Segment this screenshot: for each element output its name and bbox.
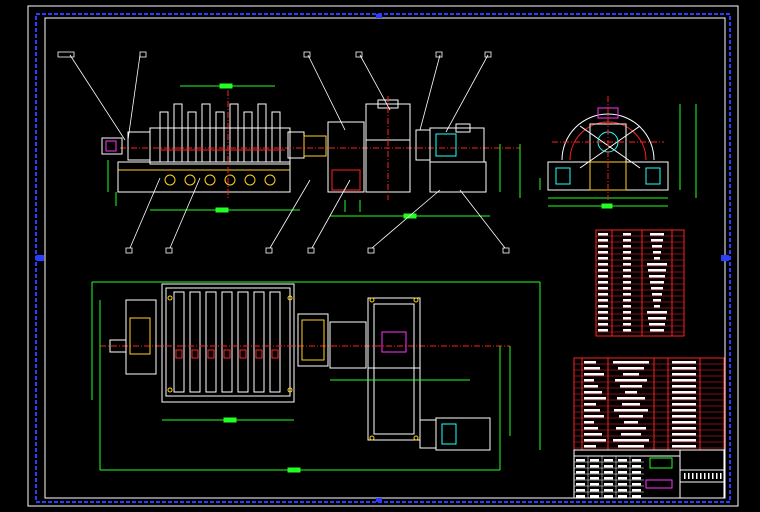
plan-right-bearing [297,313,329,367]
left-bearing-block [101,137,123,155]
motor-body [429,127,485,163]
plan-blades [173,291,281,393]
plan-motor-coupling [419,419,437,449]
rotor-housing [149,127,291,165]
side-dimensions [539,104,697,209]
sheet-frame [27,5,739,507]
plan-left-bearing [125,299,157,375]
plan-coupling [329,321,367,369]
title-block [573,449,725,499]
rotor-blade-group [159,103,281,163]
plan-motor [435,417,491,451]
plan-yellow-bolts [167,295,419,441]
plan-red-details [175,349,279,359]
plan-gearbox [367,297,421,441]
side-rotor-arc [561,113,655,161]
motor-coupling [415,129,431,161]
front-leader-lines [69,54,506,249]
right-centering-mark [721,255,729,261]
front-elevation-view [57,51,521,254]
rotor-yellow-details [164,174,276,186]
motor-base [429,161,487,193]
parts-list-table [595,229,685,337]
rotor-red-details [120,90,520,200]
outer-border [27,5,739,507]
bottom-centering-mark [376,498,382,502]
front-base-frame [117,161,291,193]
front-dimensions [107,83,521,219]
intermediate-housing [327,121,365,193]
balloon-markers [57,51,510,254]
plan-view [91,281,541,473]
left-coupling [127,131,151,161]
side-elevation-view [539,96,697,209]
bill-of-materials-table [573,357,725,451]
plan-rotor-frame [161,283,295,403]
plan-dimensions [91,281,541,473]
top-centering-mark [376,14,382,18]
left-centering-mark [36,255,44,261]
